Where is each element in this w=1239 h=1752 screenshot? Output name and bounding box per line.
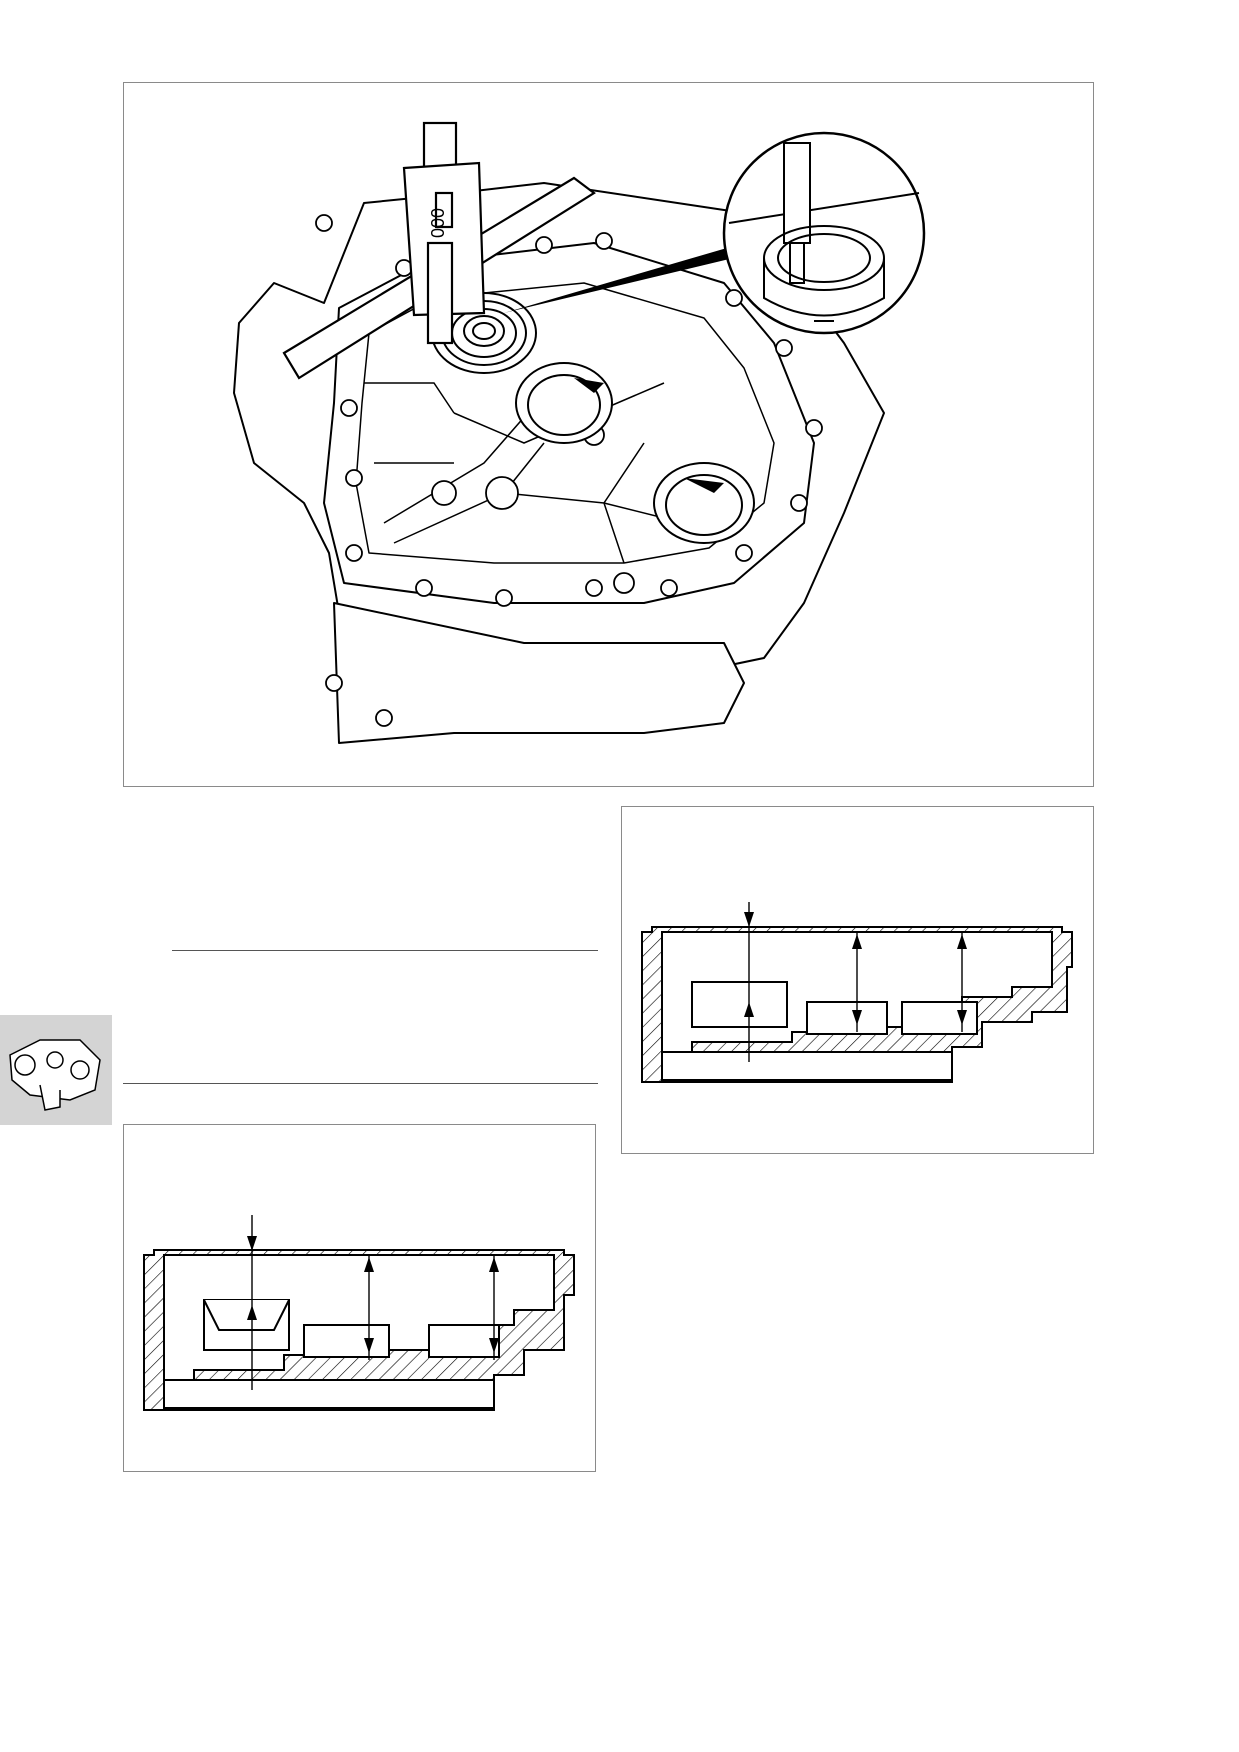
- svg-text:000: 000: [428, 208, 448, 238]
- casing-section-icon: [641, 902, 1073, 1083]
- chapter-tab: [0, 1015, 112, 1125]
- gearbox-casing-illustration-icon: 000: [233, 121, 926, 744]
- divider-line: [123, 1083, 598, 1084]
- divider-line: [172, 950, 598, 951]
- cross-section-diagram-right: [621, 806, 1094, 1154]
- cross-section-diagram-left: [123, 1124, 596, 1472]
- casing-section-bearing-icon: [143, 1215, 575, 1411]
- transmission-thumbnail-icon: [9, 1039, 101, 1111]
- main-illustration: 000: [123, 82, 1094, 787]
